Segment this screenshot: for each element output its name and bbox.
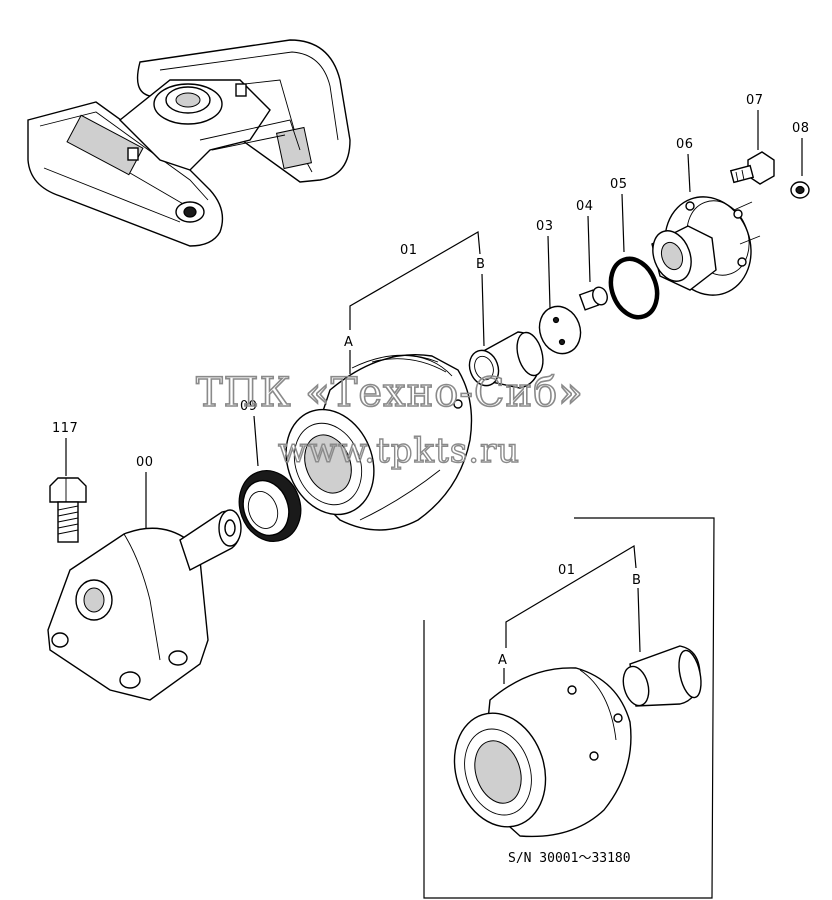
callout-03: 03: [536, 219, 554, 234]
serial-range-note: S/N 30001～33180: [508, 851, 631, 866]
callout-04: 04: [576, 199, 594, 214]
watermark-company: ТПК «Техно-Сиб»: [196, 370, 584, 416]
callout-a-inset: A: [498, 653, 507, 668]
callout-01: 01: [400, 243, 418, 258]
part-06-hub: 06: [651, 137, 761, 296]
part-03-plate: 03: [536, 219, 582, 355]
callout-07: 07: [746, 93, 764, 108]
callout-117: 117: [52, 421, 78, 436]
part-00-bracket: 00: [47, 455, 242, 701]
callout-08: 08: [792, 121, 810, 136]
part-04-screw: 04: [576, 199, 608, 311]
callout-00: 00: [136, 455, 154, 470]
part-09-seal: 09: [238, 399, 302, 542]
inset-alternate-roller: 01 A B S/N 30001～33180: [423, 517, 715, 899]
watermark-url: www.tpkts.ru: [278, 431, 520, 471]
undercarriage-overview: [27, 39, 351, 247]
part-07-bolt: 07: [729, 93, 775, 185]
part-01b-bushing: [468, 331, 544, 389]
callout-01-bracket: 01 A B: [344, 231, 485, 374]
callout-b: B: [476, 257, 485, 272]
callout-05: 05: [610, 177, 628, 192]
callout-a: A: [344, 335, 353, 350]
callout-01-inset: 01: [558, 563, 576, 578]
part-01-roller: [285, 354, 473, 531]
part-05-oring: 05: [608, 177, 660, 320]
callout-b-inset: B: [632, 573, 641, 588]
callout-06: 06: [676, 137, 694, 152]
part-117-bolt: 117: [49, 421, 87, 543]
part-08-plug: 08: [790, 121, 810, 199]
callout-09: 09: [240, 399, 258, 414]
watermark: ТПК «Техно-Сиб» www.tpkts.ru: [195, 369, 584, 472]
